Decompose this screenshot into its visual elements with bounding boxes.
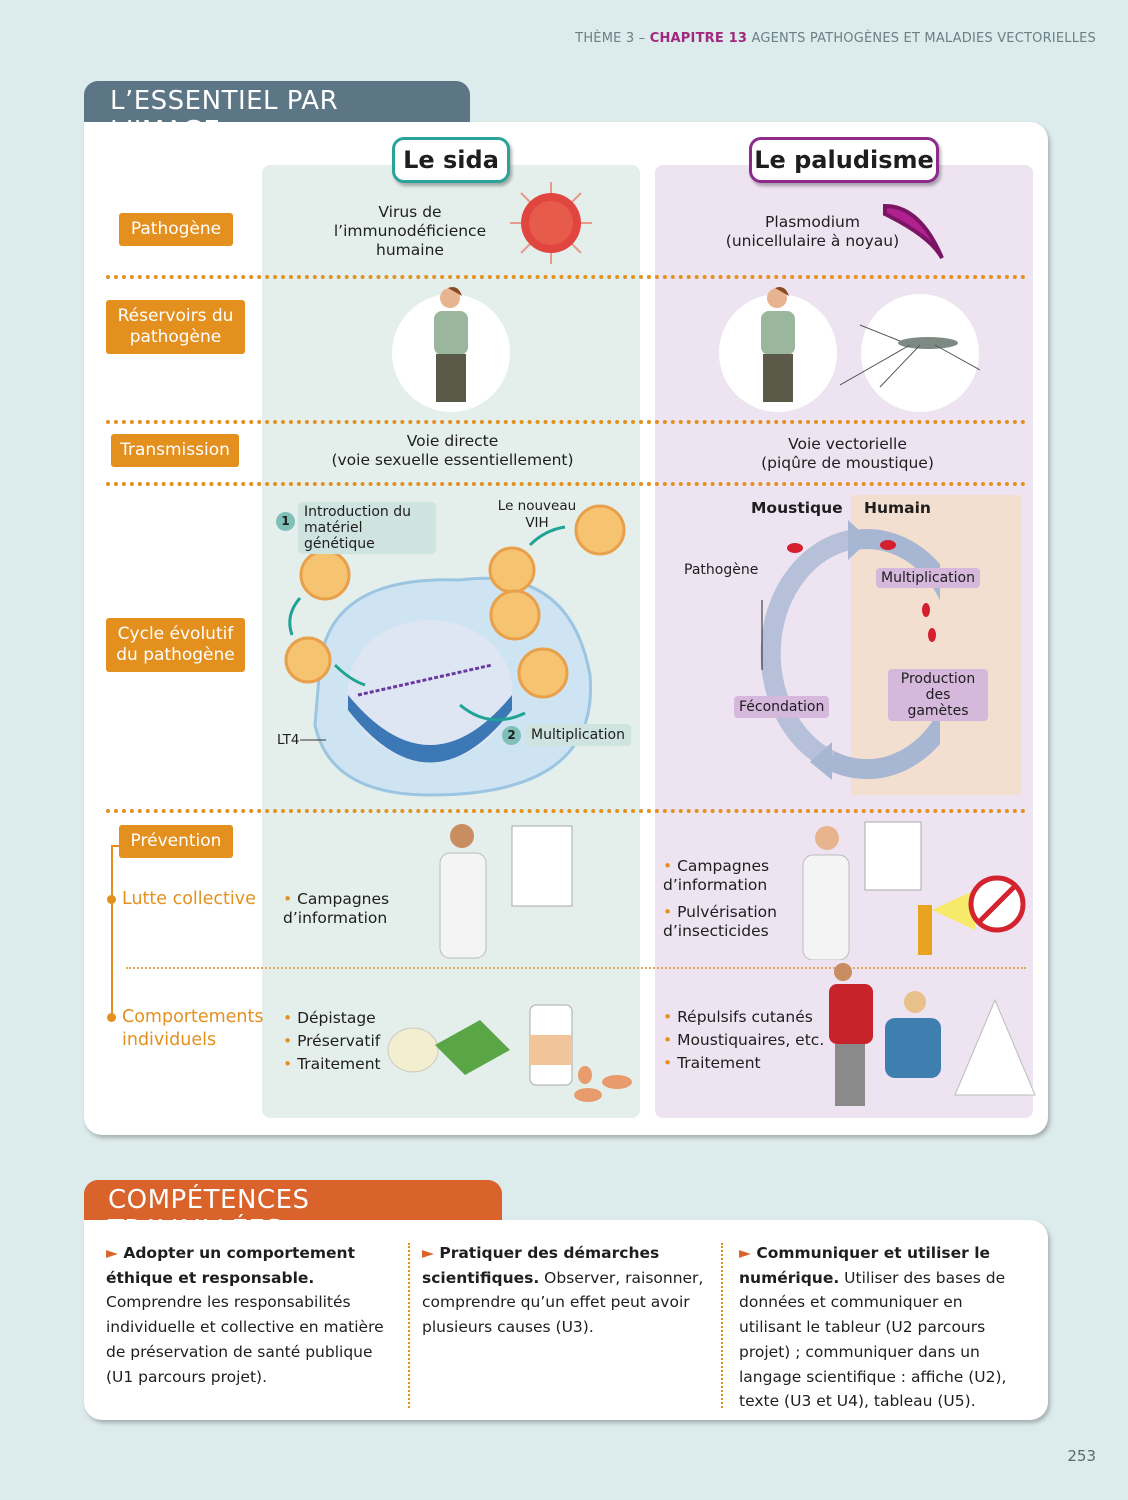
palu-transmission-mode: Voie vectorielle xyxy=(788,435,907,453)
theme-label: THÈME 3 – xyxy=(575,31,646,46)
pathogen-label: Pathogène xyxy=(684,562,759,578)
label-reservoirs: Réservoirs du pathogène xyxy=(106,300,245,354)
competence-title: Adopter un comportement éthique et respo… xyxy=(106,1244,355,1287)
reservoir-circle xyxy=(861,294,979,412)
competences-card xyxy=(84,1220,1048,1420)
column-divider xyxy=(721,1243,723,1408)
competence-item: Communiquer et utiliser le numérique. Ut… xyxy=(739,1241,1029,1414)
hiv-cycle-diagram xyxy=(284,504,626,797)
prevention-bracket xyxy=(111,845,121,1020)
human-icon xyxy=(434,287,468,402)
row-divider xyxy=(126,967,1026,969)
sida-transmission: Voie directe(voie sexuelle essentielleme… xyxy=(300,432,605,470)
sida-title: Le sida xyxy=(392,137,510,183)
competence-text: Comprendre les responsabilités individue… xyxy=(106,1293,384,1386)
sida-lutte-list: Campagnes d’information xyxy=(283,890,403,928)
label-pathogene: Pathogène xyxy=(119,213,233,246)
palu-pathogen-name: Plasmodium xyxy=(765,213,860,231)
competences-tab: COMPÉTENCES TRAVAILLÉES xyxy=(84,1180,502,1245)
list-item: Campagnes d’information xyxy=(283,890,403,928)
new-hiv-label: Le nouveau VIH xyxy=(497,498,577,531)
fecondation-label: Fécondation xyxy=(734,696,830,718)
palu-transmission: Voie vectorielle(piqûre de moustique) xyxy=(720,435,975,473)
palu-transmission-detail: (piqûre de moustique) xyxy=(761,454,934,472)
label-comportements: Comportements individuels xyxy=(122,1007,264,1050)
list-item: Répulsifs cutanés xyxy=(663,1006,824,1029)
multiplication-label: Multiplication xyxy=(876,568,980,588)
label-prevention: Prévention xyxy=(119,825,233,858)
palu-lutte-list: Campagnes d’informationPulvérisation d’i… xyxy=(663,857,788,941)
human-label: Humain xyxy=(864,499,931,517)
palu-title: Le paludisme xyxy=(749,137,939,183)
prevention-items-illustration xyxy=(387,1004,632,1102)
competence-item: Adopter un comportement éthique et respo… xyxy=(106,1241,396,1389)
human-icon xyxy=(761,287,795,402)
list-item: Moustiquaires, etc. xyxy=(663,1029,824,1052)
step2-label: Multiplication xyxy=(525,724,631,746)
bullet-dot xyxy=(107,895,116,904)
campaign-illustration xyxy=(802,821,1026,960)
step2-badge: 2 xyxy=(502,726,521,745)
row-divider xyxy=(106,809,1026,813)
bullet-dot xyxy=(107,1013,116,1022)
list-item: Traitement xyxy=(283,1053,381,1076)
competence-item: Pratiquer des démarches scientifiques. O… xyxy=(422,1241,707,1340)
essentiel-tab: L’ESSENTIEL PAR L’IMAGE xyxy=(84,81,470,146)
running-header: THÈME 3 – CHAPITRE 13 AGENTS PATHOGÈNES … xyxy=(575,31,1096,46)
lt4-label: LT4 xyxy=(277,732,300,748)
list-item: Préservatif xyxy=(283,1030,381,1053)
row-divider xyxy=(106,420,1026,424)
step1-label: Introduction du matériel génétique xyxy=(298,502,436,554)
list-item: Dépistage xyxy=(283,1007,381,1030)
sida-pathogen-text: Virus de l’immunodéficience humaine xyxy=(333,203,487,259)
mosquito-icon xyxy=(840,324,980,388)
mosquito-label: Moustique xyxy=(751,499,843,517)
page-number: 253 xyxy=(1067,1447,1096,1465)
competence-text: Utiliser des bases de données et communi… xyxy=(739,1268,1007,1411)
plasmodium-icon xyxy=(883,203,944,260)
label-transmission: Transmission xyxy=(111,434,239,467)
sida-individual-list: DépistagePréservatifTraitement xyxy=(283,1007,381,1076)
gametes-label: Production des gamètes xyxy=(888,669,988,721)
column-divider xyxy=(408,1243,410,1408)
repellent-net-illustration xyxy=(829,963,1036,1106)
list-item: Campagnes d’information xyxy=(663,857,788,895)
list-item: Pulvérisation d’insecticides xyxy=(663,903,788,941)
label-lutte: Lutte collective xyxy=(122,889,256,909)
virus-icon xyxy=(510,182,592,264)
list-item: Traitement xyxy=(663,1052,824,1075)
chapter-label: CHAPITRE 13 xyxy=(649,31,748,46)
palu-pathogen-desc: (unicellulaire à noyau) xyxy=(725,232,900,250)
row-divider xyxy=(106,482,1026,486)
row-divider xyxy=(106,275,1026,279)
malaria-cycle-diagram xyxy=(760,520,940,780)
palu-pathogen-text: Plasmodium(unicellulaire à noyau) xyxy=(720,213,905,251)
palu-individual-list: Répulsifs cutanésMoustiquaires, etc.Trai… xyxy=(663,1006,824,1075)
competence-text: Observer, raisonner, comprendre qu’un ef… xyxy=(422,1268,704,1337)
chapter-title: AGENTS PATHOGÈNES ET MALADIES VECTORIELL… xyxy=(751,31,1096,46)
sida-transmission-mode: Voie directe xyxy=(406,432,499,450)
step1-badge: 1 xyxy=(276,512,295,531)
label-cycle: Cycle évolutif du pathogène xyxy=(106,618,245,672)
doctor-illustration xyxy=(439,824,573,959)
sida-transmission-detail: (voie sexuelle essentiellement) xyxy=(331,451,574,469)
